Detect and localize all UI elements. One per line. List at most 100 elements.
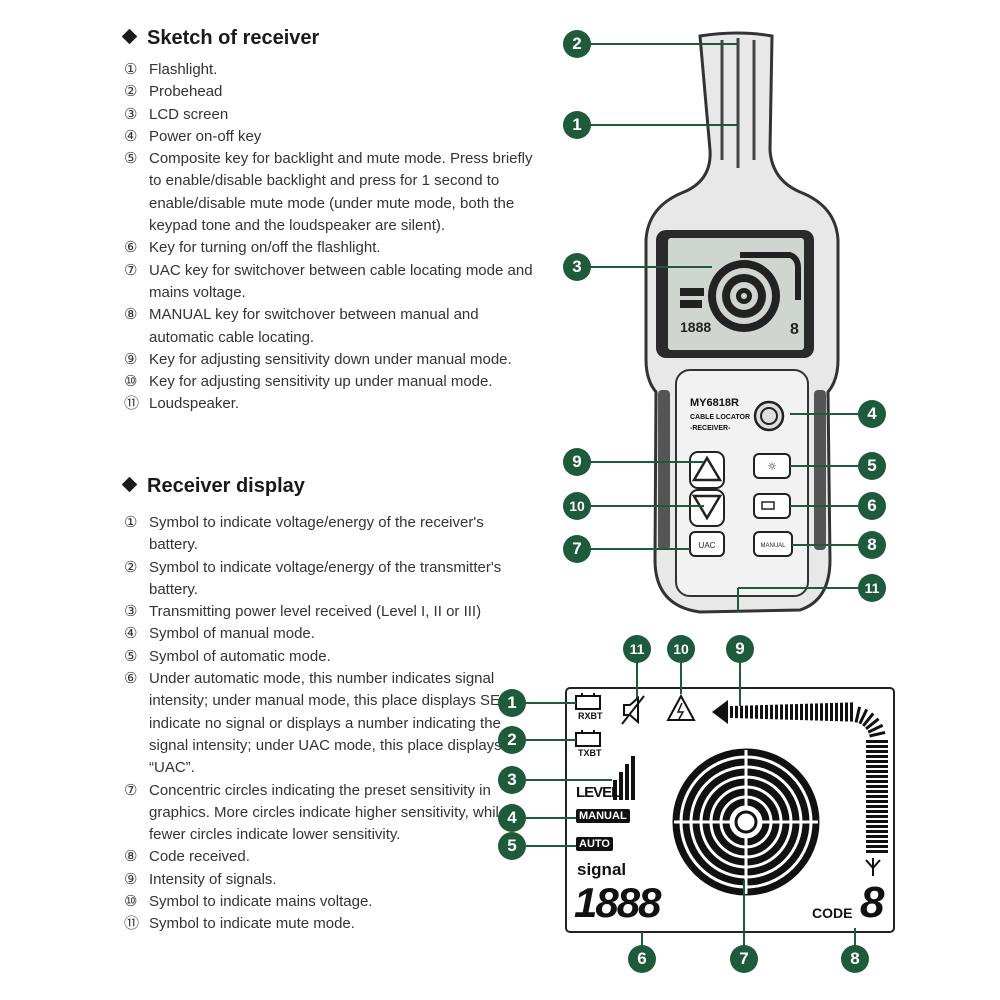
level-label: LEVEL [576,784,620,801]
uac-key[interactable] [689,531,725,557]
signal-tick [760,705,763,719]
badge-rings: 7 [730,945,758,973]
list-item: ② Symbol to indicate voltage/energy of th… [124,557,534,602]
sensitivity-rings [672,748,820,896]
signal-tick [790,704,793,720]
badge-flashlight: 1 [563,111,591,139]
badge-manual-key: 8 [858,531,886,559]
right-grip [814,390,826,550]
uac-key-label: UAC [699,541,716,550]
item-text: Symbol to indicate voltage/energy of the… [149,558,502,598]
signal-tick [795,704,798,720]
item-text: Key for adjusting sensitivity down under… [149,350,512,368]
signal-tick [805,703,808,721]
badge-mains-symbol: 10 [667,635,695,663]
signal-tick [825,703,828,721]
power-key[interactable] [753,400,785,432]
list-item: ⑪ Loudspeaker. [124,393,544,415]
item-number: ⑪ [124,915,140,933]
badge-flashlight-key: 6 [858,492,886,520]
mini-signal-bar [740,252,801,300]
mains-voltage-icon [666,693,696,721]
badge-loudspeaker: 11 [858,574,886,602]
item-number: ⑦ [124,781,138,799]
item-text: Symbol to indicate voltage/energy of the… [149,514,484,554]
signal-label: signal [577,860,627,879]
item-text: Composite key for backlight and mute mod… [149,150,533,235]
signal-tick [780,704,783,720]
flashlight-icon [761,501,775,510]
model-line2: -RECEIVER- [690,425,731,432]
item-text: Transmitting power level received (Level… [149,603,482,621]
item-number: ⑪ [124,395,140,413]
manual-key-label: MANUAL [760,543,786,549]
signal-tick [820,703,823,721]
item-number: ⑤ [124,647,138,665]
code-label: CODE [812,905,853,921]
signal-tick [800,703,803,721]
item-text: Key for turning on/off the flashlight. [149,239,381,257]
probehead-fins [720,38,756,168]
list-item: ⑧ MANUAL key for switchover between manua… [124,304,544,349]
signal-tick [815,703,818,721]
level-bars [613,756,635,800]
signal-tick [770,704,773,720]
code-digit: 8 [860,878,885,927]
item-text: Loudspeaker. [149,395,240,413]
item-number: ③ [124,105,138,123]
device-leader-lines [590,43,860,612]
signal-tick [810,703,813,721]
item-number: ② [124,558,138,576]
display-heading: Receiver display [121,475,305,498]
signal-tick [730,706,733,718]
item-number: ⑥ [124,670,138,688]
signal-tick [835,702,838,722]
item-text: MANUAL key for switchover between manual… [149,306,479,346]
signal-digits: 1888 [574,879,661,926]
auto-mode-symbol: AUTO [576,837,613,851]
item-number: ⑥ [124,239,138,257]
item-number: ⑧ [124,306,138,324]
item-number: ① [124,514,138,531]
badge-signal-digits: 6 [628,945,656,973]
item-text: Probehead [149,83,223,101]
left-grip [658,390,670,550]
display-heading-text: Receiver display [147,475,305,497]
display-list: ① Symbol to indicate voltage/energy of th… [124,512,534,936]
model-label: MY6818R [690,397,739,409]
signal-arrow-icon [712,700,728,724]
signal-tick [775,704,778,720]
signal-tick [850,702,853,722]
badge-power-key: 4 [858,400,886,428]
item-number: ⑩ [124,893,138,911]
badge-composite-key: 5 [858,452,886,480]
badge-probehead: 2 [563,30,591,58]
list-item: ⑧ Code received. [124,846,534,868]
backlight-icon: ☼ [767,460,777,473]
antenna-icon [865,858,881,876]
signal-tick [745,705,748,719]
badge-manual-mode: 4 [498,804,526,832]
badge-lcd-screen: 3 [563,253,591,281]
badge-code: 8 [841,945,869,973]
manual-mode-symbol: MANUAL [576,809,630,823]
item-text: UAC key for switchover between cable loc… [149,261,533,301]
badge-auto-mode: 5 [498,832,526,860]
level-down-key[interactable] [689,489,725,527]
item-text: Flashlight. [149,61,218,78]
signal-tick [830,703,833,721]
item-number: ⑧ [124,848,138,866]
sketch-heading: Sketch of receiver [121,27,319,50]
signal-tick [740,705,743,719]
item-text: Code received. [149,848,250,866]
